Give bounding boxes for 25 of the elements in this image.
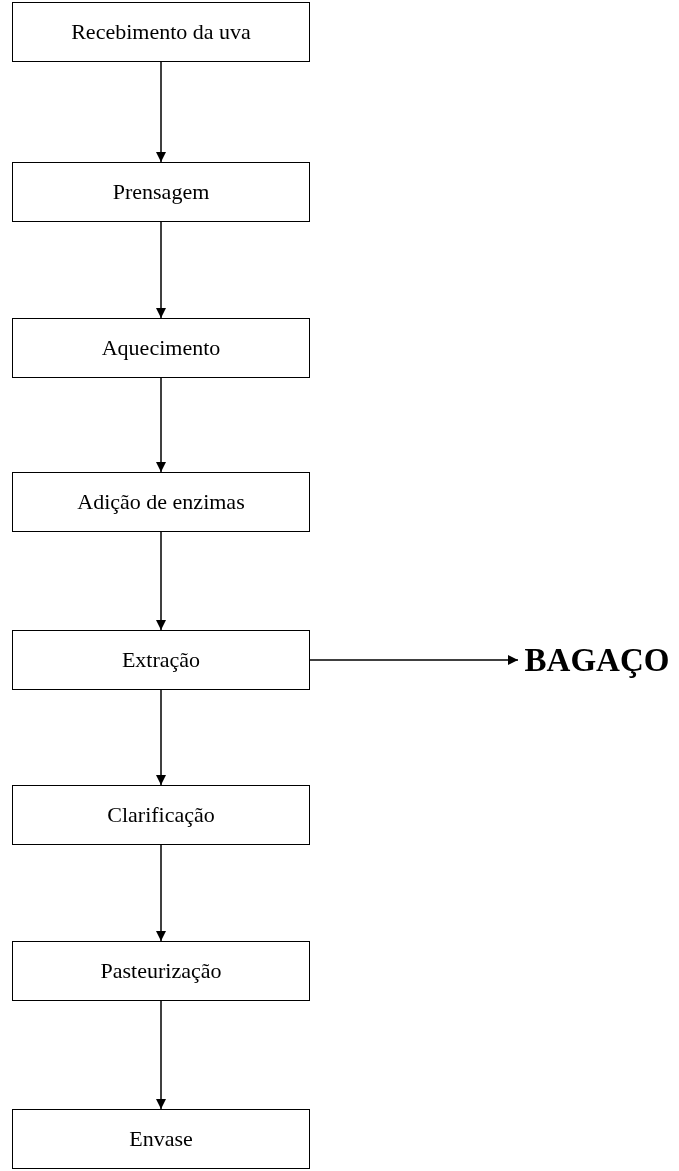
arrow: [156, 531, 166, 631]
step-label: Recebimento da uva: [71, 19, 251, 45]
process-box: [12, 630, 310, 690]
output-label: BAGAÇO: [524, 641, 670, 679]
step-label: Prensagem: [112, 179, 210, 205]
step-label: Extração: [121, 647, 201, 673]
step-label: Adição de enzimas: [77, 489, 245, 515]
process-box: [12, 785, 310, 845]
arrow: [156, 689, 166, 786]
arrow: [156, 61, 166, 163]
process-box: [12, 941, 310, 1001]
process-box: [12, 318, 310, 378]
arrow: [156, 377, 166, 473]
process-box: [12, 2, 310, 62]
process-box: [12, 162, 310, 222]
process-box: [12, 472, 310, 532]
step-label: Envase: [129, 1126, 193, 1152]
arrow: [156, 1000, 166, 1110]
step-label: Aquecimento: [101, 335, 221, 361]
step-label: Pasteurização: [100, 958, 222, 984]
process-box: [12, 1109, 310, 1169]
step-label: Clarificação: [107, 802, 215, 828]
arrow: [156, 221, 166, 319]
arrow: [156, 844, 166, 942]
arrow: [309, 655, 519, 665]
